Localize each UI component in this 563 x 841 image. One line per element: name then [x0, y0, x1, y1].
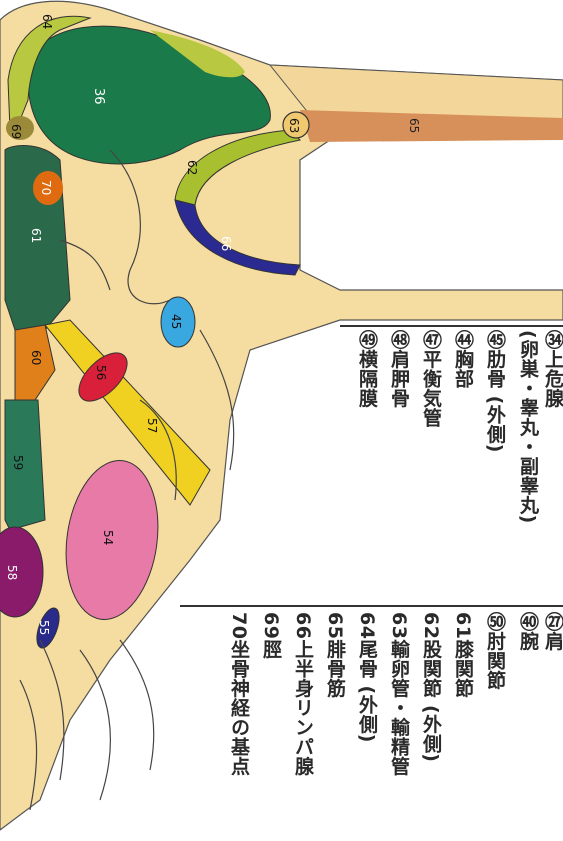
label-60: 60	[29, 350, 43, 365]
legend-col4-top: ㊼平衡気管	[420, 330, 442, 428]
legend-col9-bottom: 69脛	[260, 612, 282, 659]
label-58: 58	[5, 565, 19, 580]
label-36: 36	[91, 88, 106, 105]
legend-col0-cut: ㉞上危腺	[542, 330, 563, 408]
coccyx-top-region	[150, 30, 245, 78]
legend-col2-top: ㊺肋骨 (外側)	[484, 330, 506, 453]
legend-col10-bottom: 70坐骨神経の基点	[228, 612, 250, 776]
label-64: 64	[40, 14, 54, 29]
lymph-region	[174, 199, 301, 276]
label-61: 61	[29, 228, 43, 243]
elbow-region	[14, 324, 56, 401]
label-59: 59	[11, 455, 25, 470]
label-63: 63	[287, 118, 301, 133]
shin-region	[6, 116, 34, 140]
legend-col4-bottom: 62股関節 (外側)	[420, 612, 442, 763]
legend-col1-top: (卵巣・睾丸・副睾丸)	[517, 330, 539, 524]
label-56: 56	[94, 365, 108, 380]
legend-col3-bottom: 61膝関節	[452, 612, 474, 698]
legend-divider-top	[340, 325, 563, 327]
coccyx-region	[7, 15, 92, 132]
legend-col6-top: ㊾横隔膜	[356, 330, 378, 408]
label-69: 69	[9, 124, 23, 139]
legend-col3-top: ㊹胸部	[452, 330, 474, 389]
diaphragm-region	[44, 319, 211, 506]
chest-region	[65, 460, 159, 620]
legend-col8-bottom: 66上半身リンパ腺	[292, 612, 314, 776]
legend-col0-bottom-cut: ㉗肩	[542, 612, 563, 651]
label-45: 45	[169, 314, 183, 329]
balance-region	[36, 607, 60, 649]
legend-col2-bottom: ㊿肘関節	[484, 612, 506, 690]
region-58	[0, 526, 44, 618]
legend-divider-bottom	[180, 605, 563, 607]
label-55: 55	[37, 620, 51, 635]
label-70: 70	[39, 180, 53, 195]
legend-col1-bottom: ㊵腕	[517, 612, 539, 651]
label-54: 54	[101, 530, 115, 545]
peroneal-region	[300, 110, 563, 142]
region-labels: 36 64 69 70 61 63 65 62 66 45 60 56 57 5…	[5, 14, 421, 635]
legend-col5-top: ㊽肩胛骨	[388, 330, 410, 408]
label-65: 65	[407, 118, 421, 133]
label-57: 57	[145, 418, 159, 433]
scapula-region	[78, 352, 128, 402]
legend-col5-bottom: 63輸卵管・輸精管	[388, 612, 410, 776]
legend-col7-bottom: 65腓骨筋	[324, 612, 346, 698]
sciatic-region	[33, 171, 63, 205]
label-62: 62	[185, 160, 199, 175]
label-66: 66	[219, 236, 233, 251]
oviduct-region	[282, 111, 310, 139]
arm-region	[4, 399, 46, 531]
bone-lines	[19, 149, 235, 811]
rib-region	[160, 296, 196, 348]
legend-col6-bottom: 64尾骨 (外側)	[356, 612, 378, 743]
